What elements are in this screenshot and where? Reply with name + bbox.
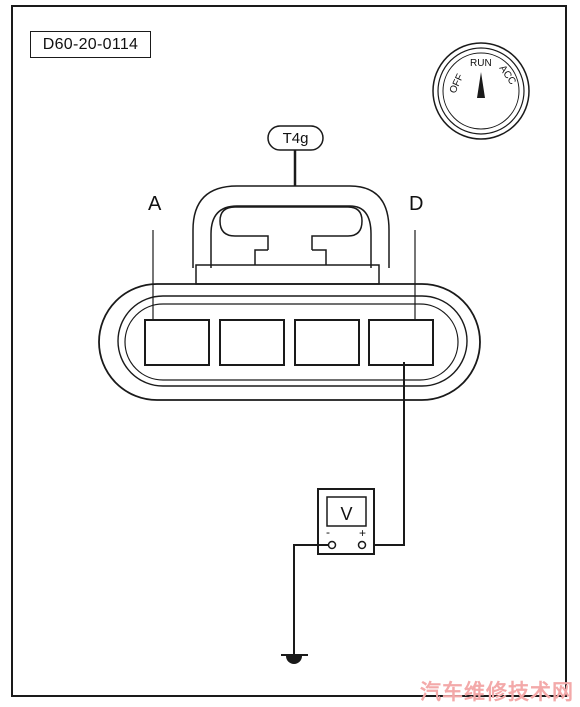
pin-a-label: A — [148, 193, 162, 215]
ground-symbol-icon — [281, 654, 308, 664]
ignition-acc-label: ACC — [497, 63, 518, 87]
connector-pin-c — [294, 319, 360, 366]
probe-wire-negative — [293, 544, 328, 655]
connector-tag: T4g — [267, 125, 324, 186]
connector-pin-a — [144, 319, 210, 366]
connector-pin-d — [368, 319, 434, 366]
connector-pin-b — [219, 319, 285, 366]
voltmeter-icon: V - + — [317, 488, 375, 555]
ignition-run-label: RUN — [470, 58, 492, 69]
probe-wire-positive — [367, 362, 405, 546]
watermark: 汽车维修技术网 — [420, 680, 574, 704]
meter-plus-label: + — [359, 526, 366, 540]
connector-latch — [192, 185, 390, 285]
meter-symbol: V — [340, 504, 352, 524]
pin-d-label: D — [409, 193, 423, 215]
ignition-switch-icon: RUN OFF ACC — [432, 42, 530, 140]
connector-body — [98, 283, 481, 401]
diagram-code: D60-20-0114 — [30, 31, 151, 58]
ignition-off-label: OFF — [448, 72, 466, 95]
connector-label: T4g — [283, 130, 309, 147]
diagram-frame — [11, 5, 567, 697]
meter-minus-label: - — [326, 525, 330, 539]
